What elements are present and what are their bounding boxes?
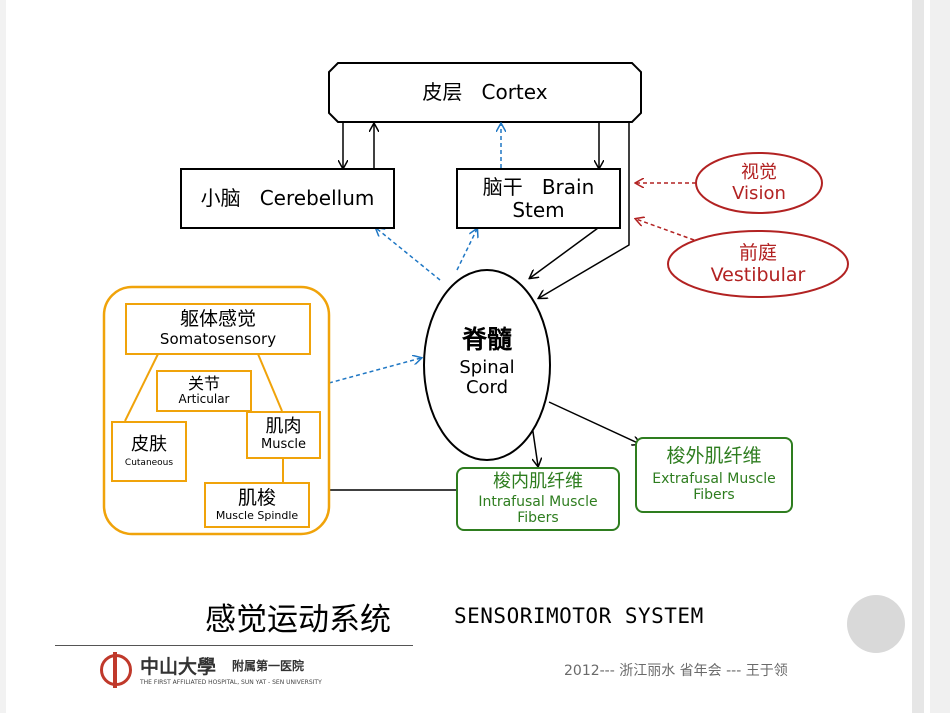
footer-text: 2012--- 浙江丽水 省年会 --- 王于领 [564,663,788,679]
arrow-spinal-brainstem [456,229,477,271]
extrafusal-en2: Fibers [693,487,735,504]
vestibular-node: 前庭 Vestibular [672,238,844,292]
intrafusal-node: 梭内肌纤维 Intrafusal Muscle Fibers [456,467,620,531]
vestibular-zh: 前庭 [738,242,777,265]
vision-node: 视觉 Vision [700,158,818,210]
spinal-en2: Cord [465,377,509,399]
spinal-cord-node: 脊髓 Spinal Cord [430,315,544,410]
logo-name: 中山大學 [140,656,217,678]
left-border [0,0,6,713]
spinal-cord-shape [423,269,551,461]
arrow-spinal-intrafusal [531,424,538,466]
vision-zh: 视觉 [741,162,777,184]
muscle-en: Muscle [261,436,306,452]
arrow-spinal-cerebellum [376,228,441,281]
arrow-spinal-extrafusal [548,401,640,444]
vestibular-en: Vestibular [710,264,806,286]
articular-en: Articular [178,392,230,407]
line-somato-cutaneous [124,353,159,422]
extrafusal-en1: Extrafusal Muscle [652,471,776,488]
muscle-spindle-node: 肌梭 Muscle Spindle [204,482,310,528]
arrow-cortex-spinal [539,122,630,298]
footer-divider [55,645,413,646]
vision-shape [695,152,823,214]
university-emblem-icon [100,652,132,688]
brainstem-en2: Stem [512,197,565,222]
spindle-zh: 肌梭 [237,486,276,509]
slide-title-zh: 感觉运动系统 [205,602,391,638]
cutaneous-en: Cutaneous [124,457,174,468]
somatosensory-zh: 躯体感觉 [179,308,256,331]
spinal-en1: Spinal [459,356,515,378]
intrafusal-zh: 梭内肌纤维 [493,470,583,492]
articular-zh: 关节 [187,373,220,393]
line-somato-muscle [257,353,283,412]
vision-en: Vision [732,183,786,204]
arrow-somato-spinal [328,358,421,384]
arrow-vestibular-brainstem [636,219,695,241]
brainstem-en1: Brain [541,174,595,199]
cortex-en: Cortex [481,80,548,104]
cutaneous-zh: 皮肤 [131,433,167,455]
spindle-en: Muscle Spindle [215,508,299,522]
extrafusal-node: 梭外肌纤维 Extrafusal Muscle Fibers [635,437,793,513]
cortex-box-shape [328,62,642,123]
cortex-zh: 皮层 [422,80,463,104]
intrafusal-en1: Intrafusal Muscle [478,494,598,511]
somatosensory-en: Somatosensory [159,330,277,349]
logo-en: THE FIRST AFFILIATED HOSPITAL, SUN YAT -… [140,679,322,686]
slide-nav-circle[interactable] [847,595,905,653]
cortex-node: 皮层 Cortex [330,64,640,121]
intrafusal-en2: Fibers [517,510,559,527]
right-border [912,0,924,713]
somatosensory-node: 躯体感觉 Somatosensory [125,303,311,355]
articular-node: 关节 Articular [156,370,252,412]
slide-title-en: SENSORIMOTOR SYSTEM [454,604,704,628]
cutaneous-node: 皮肤 Cutaneous [111,421,187,482]
cerebellum-zh: 小脑 [200,186,241,210]
brainstem-zh: 脑干 [482,174,523,199]
cerebellum-node: 小脑 Cerebellum [180,168,395,229]
hospital-logo: 中山大學 附属第一医院 THE FIRST AFFILIATED HOSPITA… [100,652,360,692]
spinal-zh: 脊髓 [461,324,512,354]
brainstem-node: 脑干 Brain Stem [456,168,621,229]
logo-sub: 附属第一医院 [232,659,305,673]
right-border-outer [930,0,950,713]
muscle-zh: 肌肉 [265,416,302,438]
vestibular-shape [667,230,849,298]
cerebellum-en: Cerebellum [259,186,375,210]
muscle-node: 肌肉 Muscle [246,411,321,459]
extrafusal-zh: 梭外肌纤维 [666,445,762,468]
arrow-brainstem-spinal [530,227,599,278]
